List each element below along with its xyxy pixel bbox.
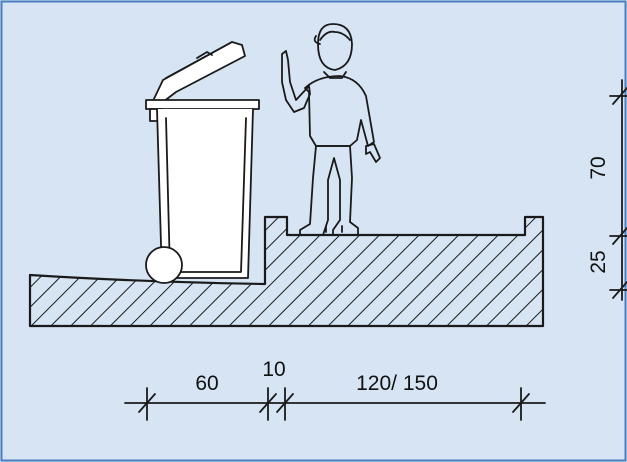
waste-bin <box>145 41 260 284</box>
person-figure <box>281 23 381 236</box>
horizontal-dimension <box>124 387 546 421</box>
bin-wheel <box>145 246 183 284</box>
dim-platform-height: 25 <box>587 250 610 273</box>
ground-section <box>28 215 545 328</box>
dim-platform-width: 120/ 150 <box>356 372 438 395</box>
dim-curb-width: 10 <box>262 358 285 381</box>
vertical-dimension <box>609 79 627 301</box>
dim-person-height: 70 <box>587 156 610 179</box>
dim-bin-width: 60 <box>195 372 218 395</box>
